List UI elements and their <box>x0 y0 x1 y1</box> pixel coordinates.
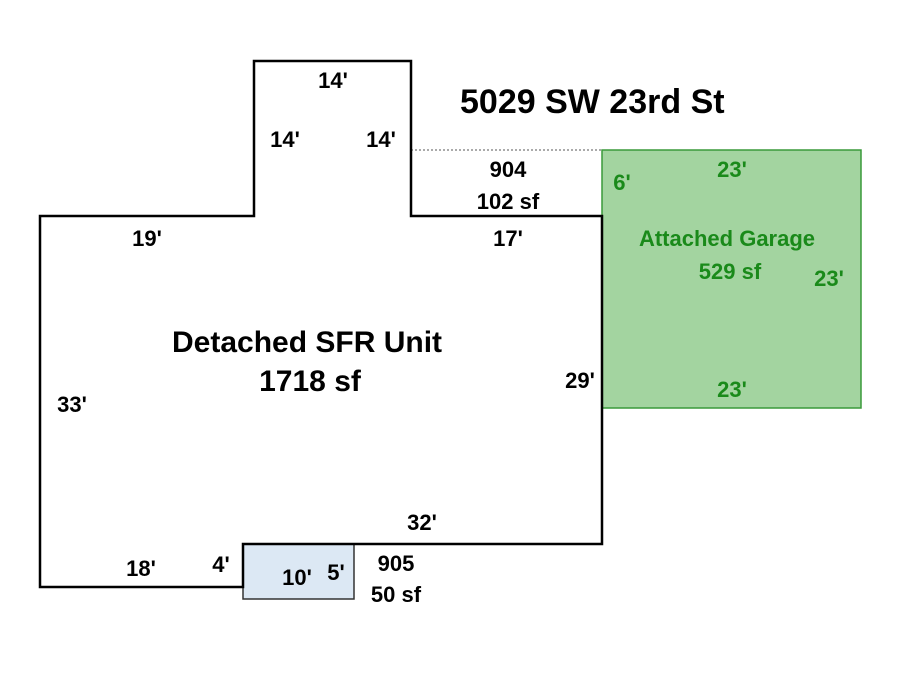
dim-notch-bottom: 10' <box>282 565 312 590</box>
area-904-area: 102 sf <box>477 189 540 214</box>
dim-left-top: 19' <box>132 226 162 251</box>
dim-bump-right: 14' <box>366 127 396 152</box>
dim-right-side: 29' <box>565 368 595 393</box>
dim-bottom-right: 32' <box>407 510 437 535</box>
dim-notch-right: 5' <box>327 560 344 585</box>
garage-name: Attached Garage <box>639 226 815 251</box>
dim-bump-top: 14' <box>318 68 348 93</box>
area-905 <box>242 543 355 600</box>
garage-area <box>601 149 862 409</box>
area-905-area: 50 sf <box>371 582 422 607</box>
property-address: 5029 SW 23rd St <box>460 83 725 121</box>
dim-bump-left: 14' <box>270 127 300 152</box>
garage-dim-left-offset: 6' <box>613 170 630 195</box>
main-unit-name: Detached SFR Unit <box>172 326 442 359</box>
area-904-id: 904 <box>490 157 527 182</box>
dim-notch-left: 4' <box>212 552 229 577</box>
garage-dim-right: 23' <box>814 266 844 291</box>
garage-area-label: 529 sf <box>699 259 762 284</box>
area-905-id: 905 <box>378 551 415 576</box>
garage-dim-bottom: 23' <box>717 377 747 402</box>
main-unit-outline <box>38 59 604 589</box>
garage-dim-top: 23' <box>717 157 747 182</box>
dim-bottom-left: 18' <box>126 556 156 581</box>
dim-right-top: 17' <box>493 226 523 251</box>
dim-left-side: 33' <box>57 392 87 417</box>
main-unit-area: 1718 sf <box>259 365 362 398</box>
